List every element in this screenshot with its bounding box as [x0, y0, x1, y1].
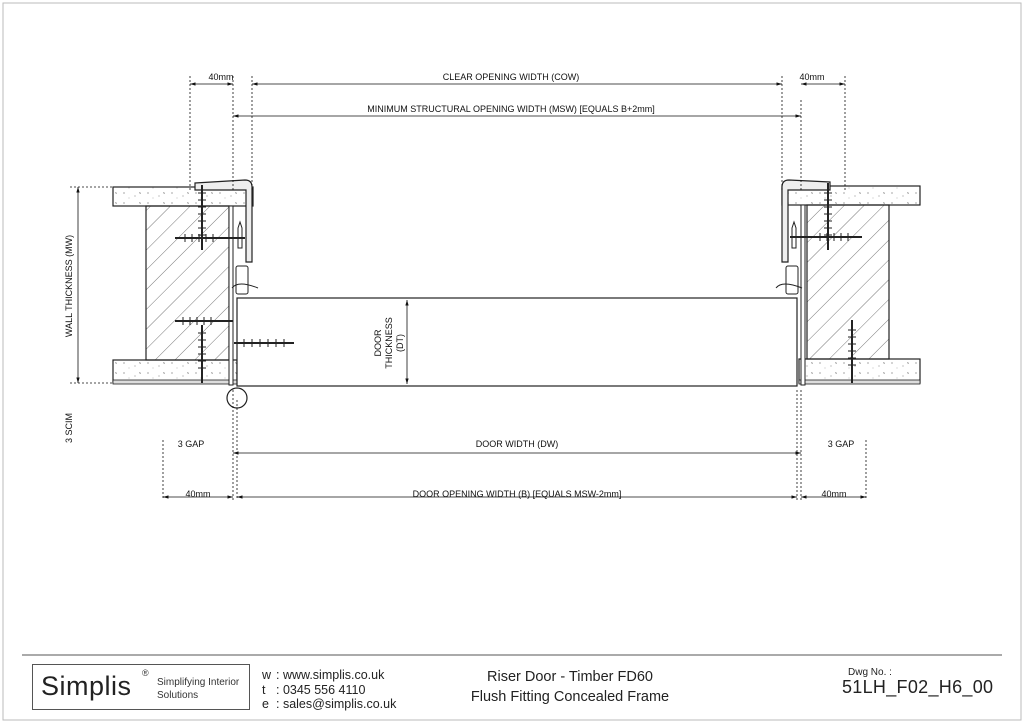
- tagline: Simplifying Interior Solutions: [157, 676, 247, 702]
- label-msw: MINIMUM STRUCTURAL OPENING WIDTH (MSW) […: [367, 104, 654, 114]
- label-door-width: DOOR WIDTH (DW): [476, 439, 558, 449]
- left-gasket: [231, 283, 259, 289]
- dwg-number: 51LH_F02_H6_00: [842, 677, 994, 697]
- right-bottom-board: [798, 358, 921, 384]
- contact-details: w: www.simplis.co.uk t: 0345 556 4110 e:…: [262, 668, 396, 712]
- dwg-number-label: Dwg No. :: [848, 667, 892, 678]
- label-wall-thickness: WALL THICKNESS (MW): [64, 235, 74, 337]
- contact-email: e: sales@simplis.co.uk: [262, 697, 397, 711]
- label-left-40-top: 40mm: [208, 72, 233, 82]
- label-dow: DOOR OPENING WIDTH (B) [EQUALS MSW-2mm]: [413, 489, 622, 499]
- left-bottom-board: [112, 359, 238, 384]
- left-seal: [235, 265, 249, 295]
- label-door-thickness-3: (DT): [395, 334, 405, 352]
- right-stud: [806, 204, 890, 360]
- left-clip: [237, 220, 243, 249]
- label-left-40-bottom: 40mm: [185, 489, 210, 499]
- left-frame-profile: [194, 179, 253, 263]
- left-stud: [145, 205, 230, 361]
- label-door-thickness-2: THICKNESS: [384, 317, 394, 369]
- label-door-thickness-1: DOOR: [373, 329, 383, 357]
- title-line1: Riser Door - Timber FD60: [487, 669, 653, 685]
- contact-web: w: www.simplis.co.uk: [262, 668, 385, 682]
- contact-tel: t: 0345 556 4110: [262, 682, 366, 697]
- logo-wordmark: Simplis: [41, 671, 132, 701]
- label-cow: CLEAR OPENING WIDTH (COW): [443, 72, 580, 82]
- title-line2: Flush Fitting Concealed Frame: [470, 689, 670, 705]
- label-scim: 3 SCIM: [64, 413, 74, 443]
- right-frame-leg: [800, 204, 806, 386]
- left-skim: [112, 379, 238, 385]
- label-right-gap: 3 GAP: [828, 439, 855, 449]
- left-frame-leg: [228, 205, 234, 386]
- door-body: [236, 297, 798, 387]
- logo-box: Simplis ® Simplifying Interior Solutions: [32, 664, 250, 710]
- label-right-40-bottom: 40mm: [821, 489, 846, 499]
- drawing-title: Riser Door - Timber FD60 Flush Fitting C…: [440, 667, 700, 707]
- tagline-line1: Simplifying Interior: [157, 677, 240, 688]
- right-clip: [791, 220, 797, 249]
- door-leaf: [234, 297, 798, 387]
- dimension-lines: [70, 76, 867, 500]
- registered-mark: ®: [142, 668, 149, 678]
- tagline-line2: Solutions: [157, 690, 199, 701]
- label-right-40-top: 40mm: [799, 72, 824, 82]
- right-seal: [785, 265, 799, 295]
- right-wall: [775, 179, 921, 386]
- right-gasket: [775, 283, 803, 289]
- left-wall: [112, 179, 259, 409]
- right-skim: [798, 379, 921, 385]
- label-left-gap: 3 GAP: [178, 439, 205, 449]
- right-frame-profile: [781, 179, 831, 263]
